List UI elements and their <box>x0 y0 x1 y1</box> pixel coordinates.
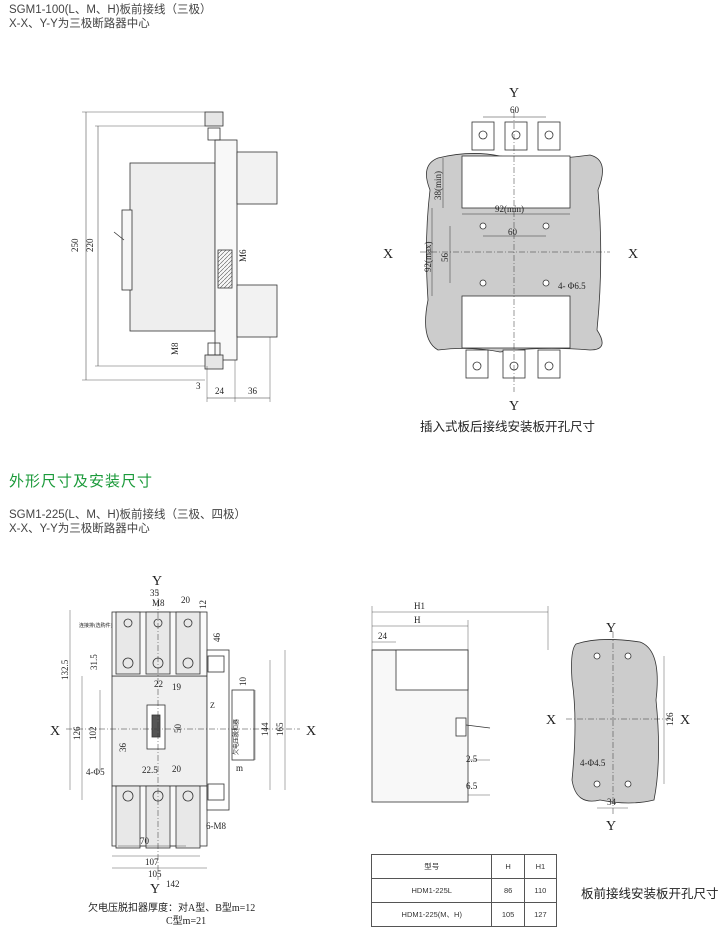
dim-144: 144 <box>260 722 270 736</box>
dim-34: 34 <box>607 797 617 807</box>
fig2-note-1: 欠电压脱扣器厚度：对A型、B型m=12 <box>88 901 255 914</box>
cut-dim-60-mid: 60 <box>508 227 518 237</box>
th-h1: H1 <box>523 854 558 879</box>
fig4-cutout <box>566 632 672 816</box>
cut-dim-56: 56 <box>440 253 450 263</box>
cell-model: HDM1-225L <box>370 878 493 903</box>
dim-126-cut: 126 <box>665 712 675 726</box>
th-model: 型号 <box>370 854 493 879</box>
annot-connector: 连接排(选购件) <box>79 622 113 629</box>
fig1-caption: 插入式板后接线安装板开孔尺寸 <box>420 419 596 434</box>
table-row: HDM1-225L 86 110 <box>370 878 558 903</box>
fig4-y-top: Y <box>606 621 616 636</box>
dim-h1: H1 <box>414 601 425 611</box>
cell-h: 105 <box>491 902 525 927</box>
dim-70: 70 <box>140 836 150 846</box>
breaker-body <box>129 162 216 332</box>
fig1-y-bottom: Y <box>509 399 519 414</box>
th-h: H <box>491 854 525 879</box>
dim-6-m8: 6-M8 <box>206 821 226 831</box>
cell-h1: 127 <box>523 902 558 927</box>
dim-22-5: 22.5 <box>142 765 158 775</box>
dim-220: 220 <box>85 238 95 252</box>
fig4-x-left: X <box>546 713 556 728</box>
fig4-labels: Y Y X X 126 4-Φ4.5 34 <box>546 621 690 834</box>
dim-250: 250 <box>70 238 80 252</box>
dim-4-phi4-5: 4-Φ4.5 <box>580 758 606 768</box>
header2-line-2: X-X、Y-Y为三极断路器中心 <box>9 523 150 535</box>
fig1-cutout-labels: Y Y X X 60 38(min) 92(min) 60 56 92(max)… <box>383 86 638 414</box>
fig4-x-right: X <box>680 713 690 728</box>
table-header-row: 型号 H H1 <box>370 854 558 879</box>
dim-24: 24 <box>215 386 225 396</box>
fig1-y-top: Y <box>509 86 519 101</box>
fig2-x-left: X <box>50 724 60 739</box>
fig2-labels: Y Y X X 35 M8 20 12 46 132.5 31.5 22 19 … <box>50 574 316 927</box>
cut-dim-38: 38(min) <box>433 171 443 200</box>
header-line-1: SGM1-100(L、M、H)板前接线（三极） <box>9 4 212 16</box>
dim-142: 142 <box>166 879 180 889</box>
dim-m8-top: M8 <box>152 598 165 608</box>
fig1-cutout <box>420 112 610 392</box>
dim-46: 46 <box>212 633 222 643</box>
cell-h: 86 <box>491 878 525 903</box>
fig2-note-2: C型m=21 <box>166 914 206 927</box>
table-row: HDM1-225(M、H) 105 127 <box>370 902 558 927</box>
cut-dim-92min: 92(min) <box>495 204 524 214</box>
dim-h: H <box>414 615 421 625</box>
fig3-side-view <box>371 606 549 803</box>
fig2-front-view <box>66 590 300 880</box>
dim-35: 35 <box>150 588 160 598</box>
header-line-2: X-X、Y-Y为三极断路器中心 <box>9 18 150 30</box>
fig1-x-right: X <box>628 247 638 262</box>
dim-19: 19 <box>172 682 182 692</box>
cell-model: HDM1-225(M、H) <box>370 902 493 927</box>
cut-dim-92max: 92(max) <box>423 242 433 273</box>
dim-m: m <box>236 763 243 773</box>
dim-107: 107 <box>145 857 159 867</box>
fig4-y-bottom: Y <box>606 819 616 834</box>
dim-m8: M8 <box>170 342 180 355</box>
fig1-dim-labels: 250 220 M6 M8 3 24 36 <box>70 238 258 396</box>
header2-line-1: SGM1-225(L、M、H)板前接线（三极、四极） <box>9 509 247 521</box>
fig2-y-bottom: Y <box>150 882 160 897</box>
fig1-side-view <box>82 111 278 402</box>
dim-36: 36 <box>118 743 128 753</box>
dim-126: 126 <box>72 726 82 740</box>
fig4-caption: 板前接线安装板开孔尺寸 <box>581 886 719 901</box>
cell-h1: 110 <box>523 878 558 903</box>
dim-36: 36 <box>248 386 258 396</box>
section-title: 外形尺寸及安装尺寸 <box>9 473 154 490</box>
cut-dim-holes: 4- Φ6.5 <box>558 281 586 291</box>
dim-20-mid: 20 <box>172 764 182 774</box>
fig3-labels: H1 H 24 2.5 6.5 <box>378 601 478 791</box>
model-dimension-table: 型号 H H1 HDM1-225L 86 110 HDM1-225(M、H) 1… <box>370 854 558 927</box>
dim-20-top: 20 <box>181 595 191 605</box>
fig2-y-top: Y <box>152 574 162 589</box>
dim-132-5: 132.5 <box>60 659 70 680</box>
annot-uv-release: 欠电压脱扣器 <box>232 719 240 755</box>
dim-2-5: 2.5 <box>466 754 478 764</box>
dim-31-5: 31.5 <box>89 654 99 670</box>
annot-z: Z <box>210 701 215 710</box>
cut-dim-60-top: 60 <box>510 105 520 115</box>
fig1-x-left: X <box>383 247 393 262</box>
dim-50: 50 <box>173 724 183 734</box>
dim-3: 3 <box>196 381 201 391</box>
dim-22: 22 <box>154 679 163 689</box>
dim-10: 10 <box>238 677 248 687</box>
dim-6-5: 6.5 <box>466 781 478 791</box>
dim-165: 165 <box>275 722 285 736</box>
dim-12: 12 <box>198 600 208 609</box>
dim-24-side: 24 <box>378 631 388 641</box>
dim-4-phi5: 4-Φ5 <box>86 767 105 777</box>
dim-105: 105 <box>148 869 162 879</box>
fig2-x-right: X <box>306 724 316 739</box>
dim-102: 102 <box>88 727 98 741</box>
dim-m6: M6 <box>238 249 248 262</box>
